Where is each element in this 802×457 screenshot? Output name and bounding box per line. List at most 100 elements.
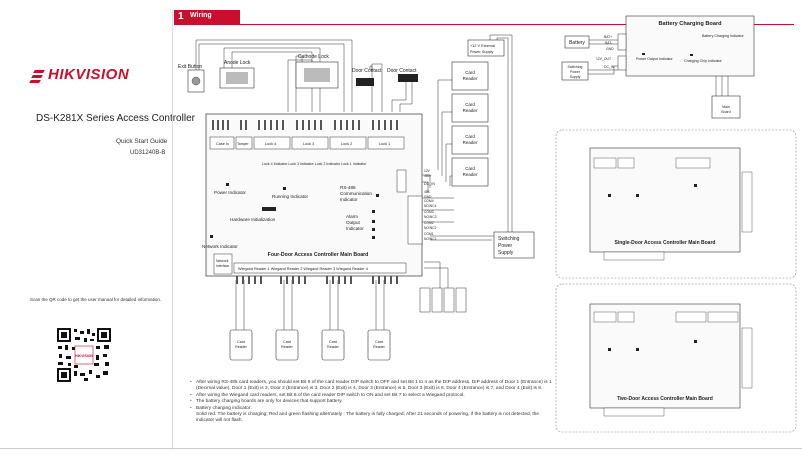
terminal-tamper — [235, 136, 253, 150]
cathode-lock-label: Cathode Lock — [298, 54, 329, 60]
card-reader-text: Card — [237, 340, 245, 344]
exit-button-label: Exit Button — [178, 64, 202, 70]
com-label: NO/NC3 — [424, 215, 437, 219]
exit-button-icon — [191, 76, 201, 86]
card-reader-text: Reader — [463, 140, 478, 145]
document-title: DS-K281X Series Access Controller — [36, 113, 195, 124]
lock1-label: Lock 1 — [379, 142, 390, 146]
note-sub-item: Solid red: The battery is charging; Red … — [196, 412, 540, 424]
wiegand-card-readers: Card Reader Card Reader Card Reader Card… — [229, 329, 391, 361]
com-label: COM1 — [424, 232, 434, 236]
alarm-indicator-line-1: Alarm — [346, 214, 358, 219]
network-indicator-label: Network Indicator — [202, 244, 238, 249]
section-number: 1 — [178, 11, 184, 22]
column-divider — [172, 10, 173, 450]
rs485-card-readers: Card Reader Card Reader Card Reader Card… — [451, 61, 489, 187]
card-reader-text: Card — [465, 166, 475, 171]
hikvision-logo: HIKVISION — [29, 66, 150, 86]
card-reader-rs485-3 — [451, 125, 489, 155]
com-label: NO/NC2 — [424, 226, 437, 230]
two-door-board-title: Two-Door Access Controller Main Board — [617, 396, 713, 402]
relay-module-1 — [419, 287, 431, 313]
lock4-label: Lock 4 — [265, 142, 276, 146]
qr-logo-text: HIKVISION — [75, 354, 93, 358]
bat-plus-label: BAT+ — [604, 35, 612, 39]
switching-supply-device — [561, 61, 589, 81]
card-reader-text: Card — [375, 340, 383, 344]
power-indicator-label: Power Indicator — [214, 190, 246, 195]
wiegand-reader-row: Wiegand Reader 1 Wiegand Reader 2 Wiegan… — [238, 267, 368, 271]
lock3-label: Lock 3 — [303, 142, 314, 146]
switching-supply-line-2: Power — [570, 70, 581, 74]
lock2-label: Lock 2 — [341, 142, 352, 146]
note-item: After wiring RS-485 card readers, you sh… — [190, 380, 555, 393]
external-supply-line-1: +12 V External — [470, 44, 495, 48]
four-door-wiring-diagram: Exit Button Anode Lock Cathode Lock Door… — [178, 34, 535, 361]
switching-supply-line-1: Switching — [568, 65, 583, 69]
external-power-supply — [467, 39, 505, 57]
rs485-indicator-led — [376, 194, 379, 197]
alarm-led-4 — [372, 236, 375, 239]
tamper-label: Tamper — [237, 142, 250, 146]
gnd-label: GND — [606, 47, 614, 51]
rs485-label: 485+ — [424, 174, 432, 178]
lock-indicator-row: Lock 4 Indicator Lock 3 Indicator Lock 2… — [262, 162, 367, 166]
card-reader-rs485-4 — [451, 157, 489, 187]
running-indicator-label: Running Indicator — [272, 194, 308, 199]
section-rule — [174, 24, 794, 25]
card-reader-rs485-1 — [451, 61, 489, 91]
card-reader-text: Reader — [281, 345, 294, 349]
battery-main-board-connector — [711, 95, 741, 119]
note-item: After wiring the Wiegand card readers, s… — [190, 393, 555, 400]
power-terminal-block — [617, 55, 627, 71]
card-reader-text: Reader — [463, 76, 478, 81]
alarm-indicator-line-3: Indicator — [346, 226, 364, 231]
rs485-label: 12V — [424, 169, 431, 173]
card-reader-text: Reader — [327, 345, 340, 349]
card-reader-text: Card — [283, 340, 291, 344]
power-indicator-led — [226, 183, 229, 186]
running-indicator-led — [283, 187, 286, 190]
note-item: The battery charging boards are only for… — [190, 399, 555, 406]
card-reader-text: Reader — [463, 172, 478, 177]
rs485-indicator-line-1: RS-485 — [340, 185, 356, 190]
section-banner: 1 Wiring — [174, 10, 240, 24]
com-label: NO/NC4 — [424, 204, 437, 208]
out-12v-label: 12V_OUT — [596, 57, 611, 61]
card-reader-text: Reader — [463, 108, 478, 113]
wiegand-terminal-row — [233, 262, 407, 274]
battery-device — [564, 35, 590, 49]
card-reader-wiegand-2 — [275, 329, 299, 361]
terminal-case-in — [209, 136, 235, 150]
rs485-indicator-line-2: Communication — [340, 191, 372, 196]
alarm-indicator-line-2: Output — [346, 220, 361, 225]
rs485-label: 485- — [424, 190, 431, 194]
terminal-lock4 — [253, 136, 291, 150]
network-interface-line-2: Interface — [216, 264, 229, 268]
network-indicator-led — [210, 235, 213, 238]
switching-supply-line-2: Power — [498, 243, 513, 249]
switching-supply-line-1: Switching — [498, 236, 520, 242]
document-code: UD31240B-B — [130, 150, 166, 156]
switching-supply-line-3: Supply — [498, 250, 514, 256]
board-variants-diagram: Battery Charging Board Battery Charging … — [555, 15, 797, 433]
battery-board-title: Battery Charging Board — [658, 21, 722, 27]
relay-module-4 — [455, 287, 467, 313]
bat-minus-label: BAT- — [605, 41, 612, 45]
card-reader-text: Card — [465, 70, 475, 75]
charging-chip-indicator-label: Charging Chip Indicator — [684, 59, 723, 63]
battery-terminal-block — [617, 33, 627, 51]
wiring-notes: After wiring RS-485 card readers, you sh… — [190, 380, 555, 425]
card-reader-rs485-2 — [451, 93, 489, 123]
scan-instruction: Scan the QR code to get the user manual … — [30, 297, 162, 302]
battery-label: Battery — [569, 40, 585, 46]
cathode-lock-icon — [304, 68, 330, 82]
com-label: COM2 — [424, 221, 434, 225]
switching-power-supply — [493, 231, 535, 259]
anode-lock-icon — [226, 72, 248, 84]
card-reader-text: Reader — [235, 345, 248, 349]
com-label: NO/NC1 — [424, 237, 437, 241]
main-board-line-1: Main — [722, 105, 730, 109]
dc-in-label: DC_IN — [604, 65, 615, 69]
section-label: Wiring — [190, 12, 212, 19]
